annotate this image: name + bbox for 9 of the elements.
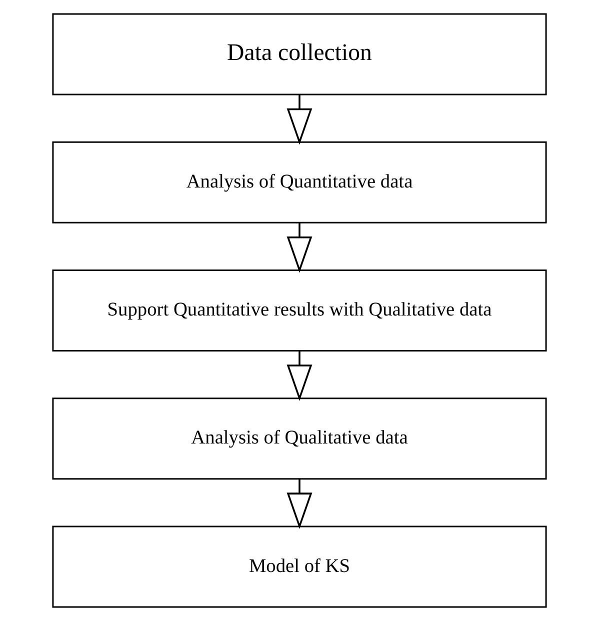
arrow xyxy=(286,222,312,273)
arrow xyxy=(286,94,312,145)
node-box: Analysis of Quantitative data xyxy=(52,141,546,224)
node-box: Support Quantitative results with Qualitative data xyxy=(52,270,546,352)
node-box: Analysis of Qualitative data xyxy=(52,398,546,480)
arrow xyxy=(286,350,312,401)
arrow xyxy=(286,479,312,530)
node-box: Data collection xyxy=(52,13,546,96)
node-box: Model of KS xyxy=(52,526,546,608)
